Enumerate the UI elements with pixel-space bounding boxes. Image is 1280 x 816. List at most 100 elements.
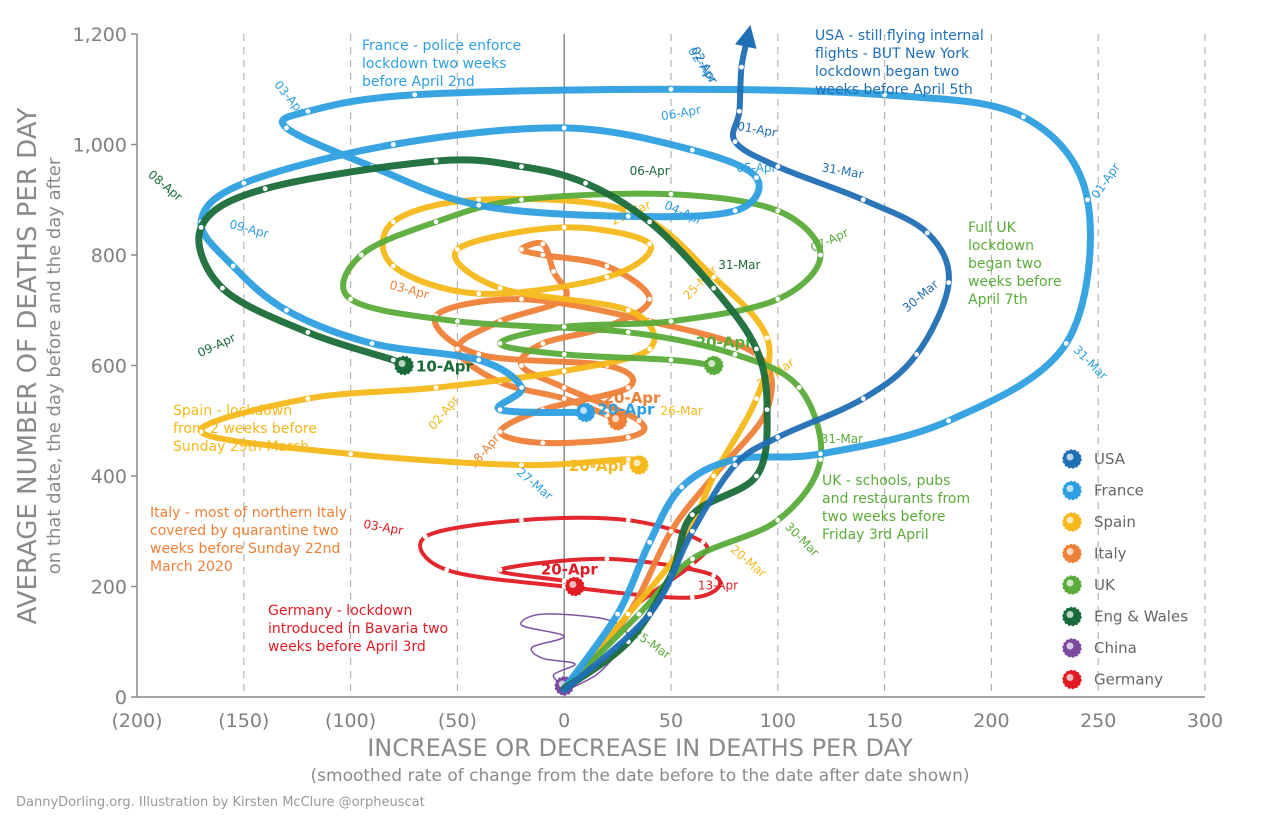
- legend-label: Eng & Wales: [1094, 608, 1188, 626]
- end-marker-highlight: [398, 360, 406, 367]
- data-point: [818, 451, 823, 457]
- data-point: [540, 252, 546, 258]
- legend-item-eng-wales: Eng & Wales: [1062, 606, 1188, 627]
- x-tick-label: 200: [973, 710, 1009, 732]
- data-point: [497, 285, 503, 291]
- x-tick-label: 0: [558, 710, 570, 732]
- data-point: [647, 611, 653, 617]
- data-point: [390, 142, 396, 147]
- date-label: 30-Mar: [782, 520, 822, 560]
- x-tick-label: 250: [1080, 710, 1116, 732]
- data-point: [412, 92, 418, 98]
- data-point: [946, 280, 952, 286]
- data-point: [604, 556, 610, 562]
- data-point: [519, 517, 524, 523]
- data-point: [519, 197, 524, 203]
- data-point: [668, 191, 674, 197]
- data-point: [711, 285, 717, 291]
- data-point: [636, 418, 642, 424]
- y-tick-label: 400: [91, 466, 127, 488]
- credit-text: DannyDorling.org. Illustration by Kirste…: [16, 795, 425, 810]
- data-point: [689, 528, 695, 534]
- data-point: [497, 567, 503, 573]
- data-point: [754, 473, 759, 479]
- data-point: [764, 407, 770, 413]
- legend-item-italy: Italy: [1062, 543, 1127, 564]
- date-label: 30-Mar: [900, 277, 941, 315]
- legend-marker-highlight: [1066, 485, 1074, 492]
- data-point: [625, 517, 631, 523]
- data-point: [540, 341, 546, 346]
- series-line: [418, 515, 722, 691]
- data-point: [604, 412, 610, 418]
- y-tick-label: 1,000: [73, 135, 127, 157]
- end-marker-highlight: [580, 406, 588, 414]
- data-point: [946, 418, 952, 424]
- data-point: [615, 611, 620, 617]
- end-label: 20-Apr: [604, 389, 661, 407]
- legend-label: Italy: [1094, 545, 1127, 563]
- data-point: [198, 224, 204, 230]
- data-point: [476, 197, 482, 203]
- data-point: [860, 197, 866, 203]
- data-point: [561, 396, 567, 402]
- data-point: [444, 567, 450, 573]
- data-point: [700, 539, 706, 545]
- data-point: [625, 307, 631, 313]
- data-point: [519, 363, 524, 368]
- data-point: [775, 208, 781, 214]
- data-point: [540, 241, 546, 247]
- end-label: 20-Apr: [598, 400, 655, 418]
- legend-marker-highlight: [1066, 516, 1074, 524]
- data-point: [668, 528, 674, 534]
- data-point: [284, 307, 289, 313]
- date-label: 06-Apr: [630, 164, 670, 178]
- data-point: [497, 407, 503, 413]
- data-point: [796, 385, 802, 390]
- x-tick-label: (50): [438, 710, 477, 732]
- data-point: [736, 108, 742, 114]
- end-label: 10-Apr: [416, 358, 473, 376]
- date-label: 27-Mar: [514, 465, 555, 503]
- date-label: 13-Apr: [698, 578, 738, 592]
- data-point: [604, 274, 610, 280]
- data-point: [561, 385, 567, 390]
- date-label: 31-Mar: [821, 432, 863, 446]
- data-point: [668, 357, 674, 363]
- data-point: [625, 329, 631, 335]
- x-tick-label: (100): [325, 710, 376, 732]
- data-point: [647, 241, 653, 247]
- data-point: [754, 346, 759, 352]
- end-marker-highlight: [708, 360, 716, 367]
- data-point: [625, 611, 631, 617]
- data-point: [689, 147, 695, 153]
- data-point: [220, 285, 225, 291]
- data-point: [732, 208, 738, 214]
- data-point: [561, 224, 567, 230]
- data-point: [732, 139, 738, 145]
- legend-item-china: China: [1062, 638, 1137, 658]
- end-label: 20-Apr: [569, 457, 626, 475]
- data-point: [230, 263, 236, 269]
- data-point: [689, 595, 695, 600]
- x-tick-label: (150): [218, 710, 269, 732]
- date-label: 06-Apr: [660, 103, 702, 124]
- date-label: 31-Mar: [718, 258, 760, 272]
- end-marker-highlight: [633, 459, 641, 467]
- legend-item-france: France: [1062, 480, 1144, 501]
- y-tick-label: 1,200: [73, 24, 127, 46]
- y-tick-label: 600: [91, 356, 127, 378]
- data-point: [860, 396, 866, 402]
- legend-marker-highlight: [1066, 579, 1074, 587]
- data-point: [358, 252, 364, 258]
- data-point: [519, 385, 524, 390]
- data-point: [540, 440, 546, 446]
- date-label: 09-Apr: [228, 217, 270, 241]
- data-point: [262, 186, 268, 192]
- x-axis-title: INCREASE OR DECREASE IN DEATHS PER DAY: [367, 734, 913, 762]
